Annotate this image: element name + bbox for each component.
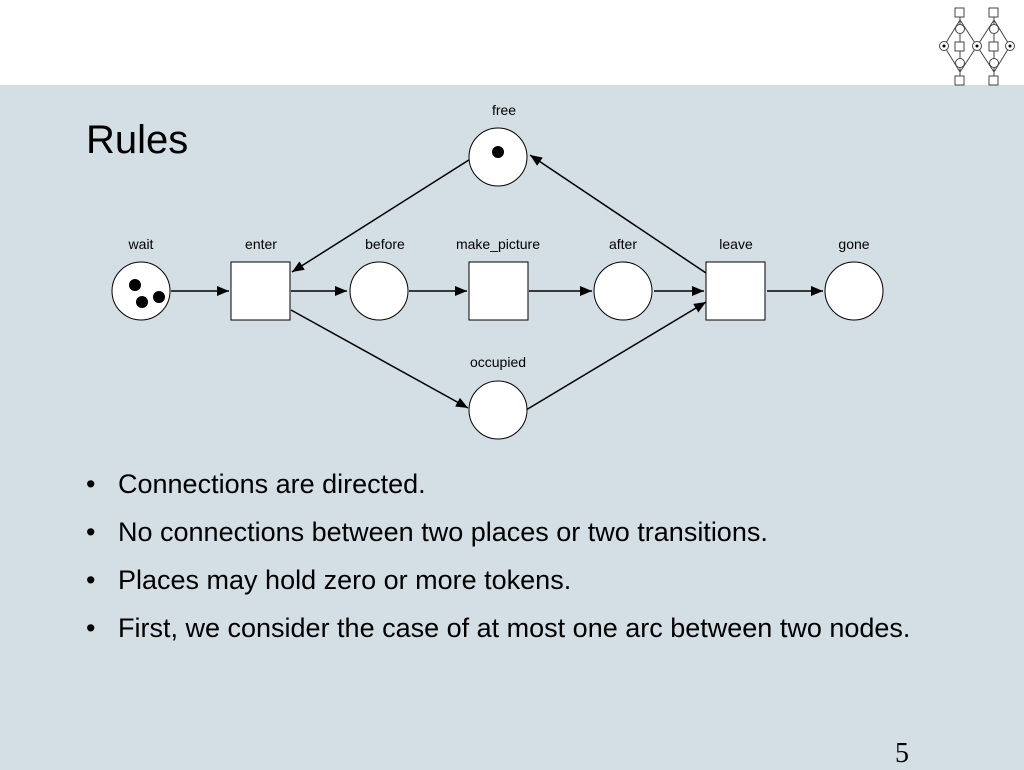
arc-leave-free [529,154,707,274]
bullet-list: Connections are directed. No connections… [86,466,936,658]
bullet-item: Places may hold zero or more tokens. [86,562,936,598]
transition-label-enter: enter [245,236,277,252]
token [129,279,141,291]
arc-free-enter [291,157,473,273]
place-label-occupied: occupied [470,354,526,370]
place-label-wait: wait [128,236,154,252]
place-after [593,261,653,321]
place-wait [111,261,171,321]
place-label-free: free [492,102,516,118]
place-occupied [468,380,528,440]
transition-make-picture [468,261,529,321]
arc-enter-occupied [290,309,469,409]
place-label-gone: gone [838,236,869,252]
arc-occupied-leave [525,301,707,411]
petri-net-diagram: free wait enter before make_picture afte… [111,102,884,440]
header-bar [0,0,1024,86]
bullet-item: No connections between two places or two… [86,514,936,550]
bullet-item: First, we consider the case of at most o… [86,610,936,646]
transition-label-make-picture: make_picture [456,236,540,252]
token [153,291,165,303]
transition-enter [230,261,291,321]
transition-label-leave: leave [719,236,753,252]
transition-leave [705,261,766,321]
bullet-item: Connections are directed. [86,466,936,502]
token [492,146,504,158]
petri-net-logo-icon [939,7,1015,86]
place-gone [824,261,884,321]
page-number: 5 [895,738,909,769]
slide-title: Rules [86,118,189,162]
place-before [349,261,409,321]
token [136,296,148,308]
place-label-after: after [609,236,637,252]
place-label-before: before [365,236,405,252]
